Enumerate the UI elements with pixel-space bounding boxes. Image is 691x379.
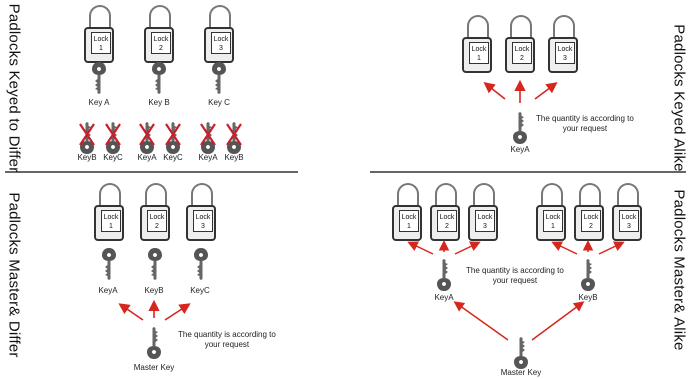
key-icon xyxy=(212,62,226,94)
padlock-icon: Lock 3 xyxy=(612,183,642,243)
crossed-key-label: KeyB xyxy=(77,153,97,162)
crossed-key-label: KeyC xyxy=(163,153,183,162)
key-icon xyxy=(148,248,162,280)
key-label: KeyC xyxy=(190,286,210,295)
master-key-label: Master Key xyxy=(133,363,175,372)
key-label: Key A xyxy=(88,98,110,107)
divider-right xyxy=(370,171,686,173)
red-arrow xyxy=(407,241,434,255)
padlock-icon: Lock 2 xyxy=(505,15,535,75)
crossed-key-label: KeyC xyxy=(103,153,123,162)
key-label: Key C xyxy=(208,98,230,107)
key-icon xyxy=(437,259,451,291)
cross-marks xyxy=(79,123,242,146)
cross-mark xyxy=(105,123,121,146)
master-key-icon xyxy=(514,337,528,369)
cross-mark xyxy=(79,123,95,146)
key-icon xyxy=(581,259,595,291)
padlock-icon: Lock 2 xyxy=(574,183,604,243)
divider-left xyxy=(5,171,298,173)
master-key-label: Master Key xyxy=(500,368,542,377)
red-arrow xyxy=(454,241,481,255)
cross-mark xyxy=(226,123,242,146)
padlock-icon: Lock 1 xyxy=(536,183,566,243)
key-label: Key B xyxy=(148,98,170,107)
key-label: KeyB xyxy=(578,293,598,302)
key-label: KeyA xyxy=(510,145,530,154)
padlock-icon: Lock 3 xyxy=(468,183,498,243)
key-icon xyxy=(194,248,208,280)
quantity-note: The quantity is according to your reques… xyxy=(178,330,276,349)
cross-mark xyxy=(200,123,216,146)
padlock-icon: Lock 2 xyxy=(144,5,174,65)
padlock-icon: Lock 3 xyxy=(204,5,234,65)
quantity-note: The quantity is according to your reques… xyxy=(466,266,564,285)
key-label: KeyA xyxy=(98,286,118,295)
padlock-icon: Lock 2 xyxy=(140,183,170,243)
key-icon xyxy=(92,62,106,94)
key-label: KeyA xyxy=(434,293,454,302)
cross-mark xyxy=(139,123,155,146)
red-arrow xyxy=(164,303,191,321)
quantity-note: The quantity is according to your reques… xyxy=(536,114,634,133)
key-icon xyxy=(513,112,527,144)
master-key-icon xyxy=(147,327,161,359)
red-arrow xyxy=(118,303,144,321)
key-icon xyxy=(102,248,116,280)
red-arrow xyxy=(551,241,578,255)
key-label: KeyB xyxy=(144,286,164,295)
cross-mark xyxy=(165,123,181,146)
red-arrow xyxy=(453,301,509,341)
crossed-key-label: KeyA xyxy=(137,153,157,162)
padlock-icon: Lock 1 xyxy=(94,183,124,243)
padlock-icon: Lock 2 xyxy=(430,183,460,243)
padlock-icon: Lock 1 xyxy=(392,183,422,243)
crossed-key-label: KeyA xyxy=(198,153,218,162)
red-arrow xyxy=(531,301,585,341)
red-arrow xyxy=(483,82,506,100)
crossed-key-label: KeyB xyxy=(224,153,244,162)
red-arrow xyxy=(534,82,558,100)
padlock-icon: Lock 3 xyxy=(548,15,578,75)
padlock-icon: Lock 1 xyxy=(462,15,492,75)
padlock-icon: Lock 3 xyxy=(186,183,216,243)
red-arrow xyxy=(598,241,625,255)
key-icon xyxy=(152,62,166,94)
